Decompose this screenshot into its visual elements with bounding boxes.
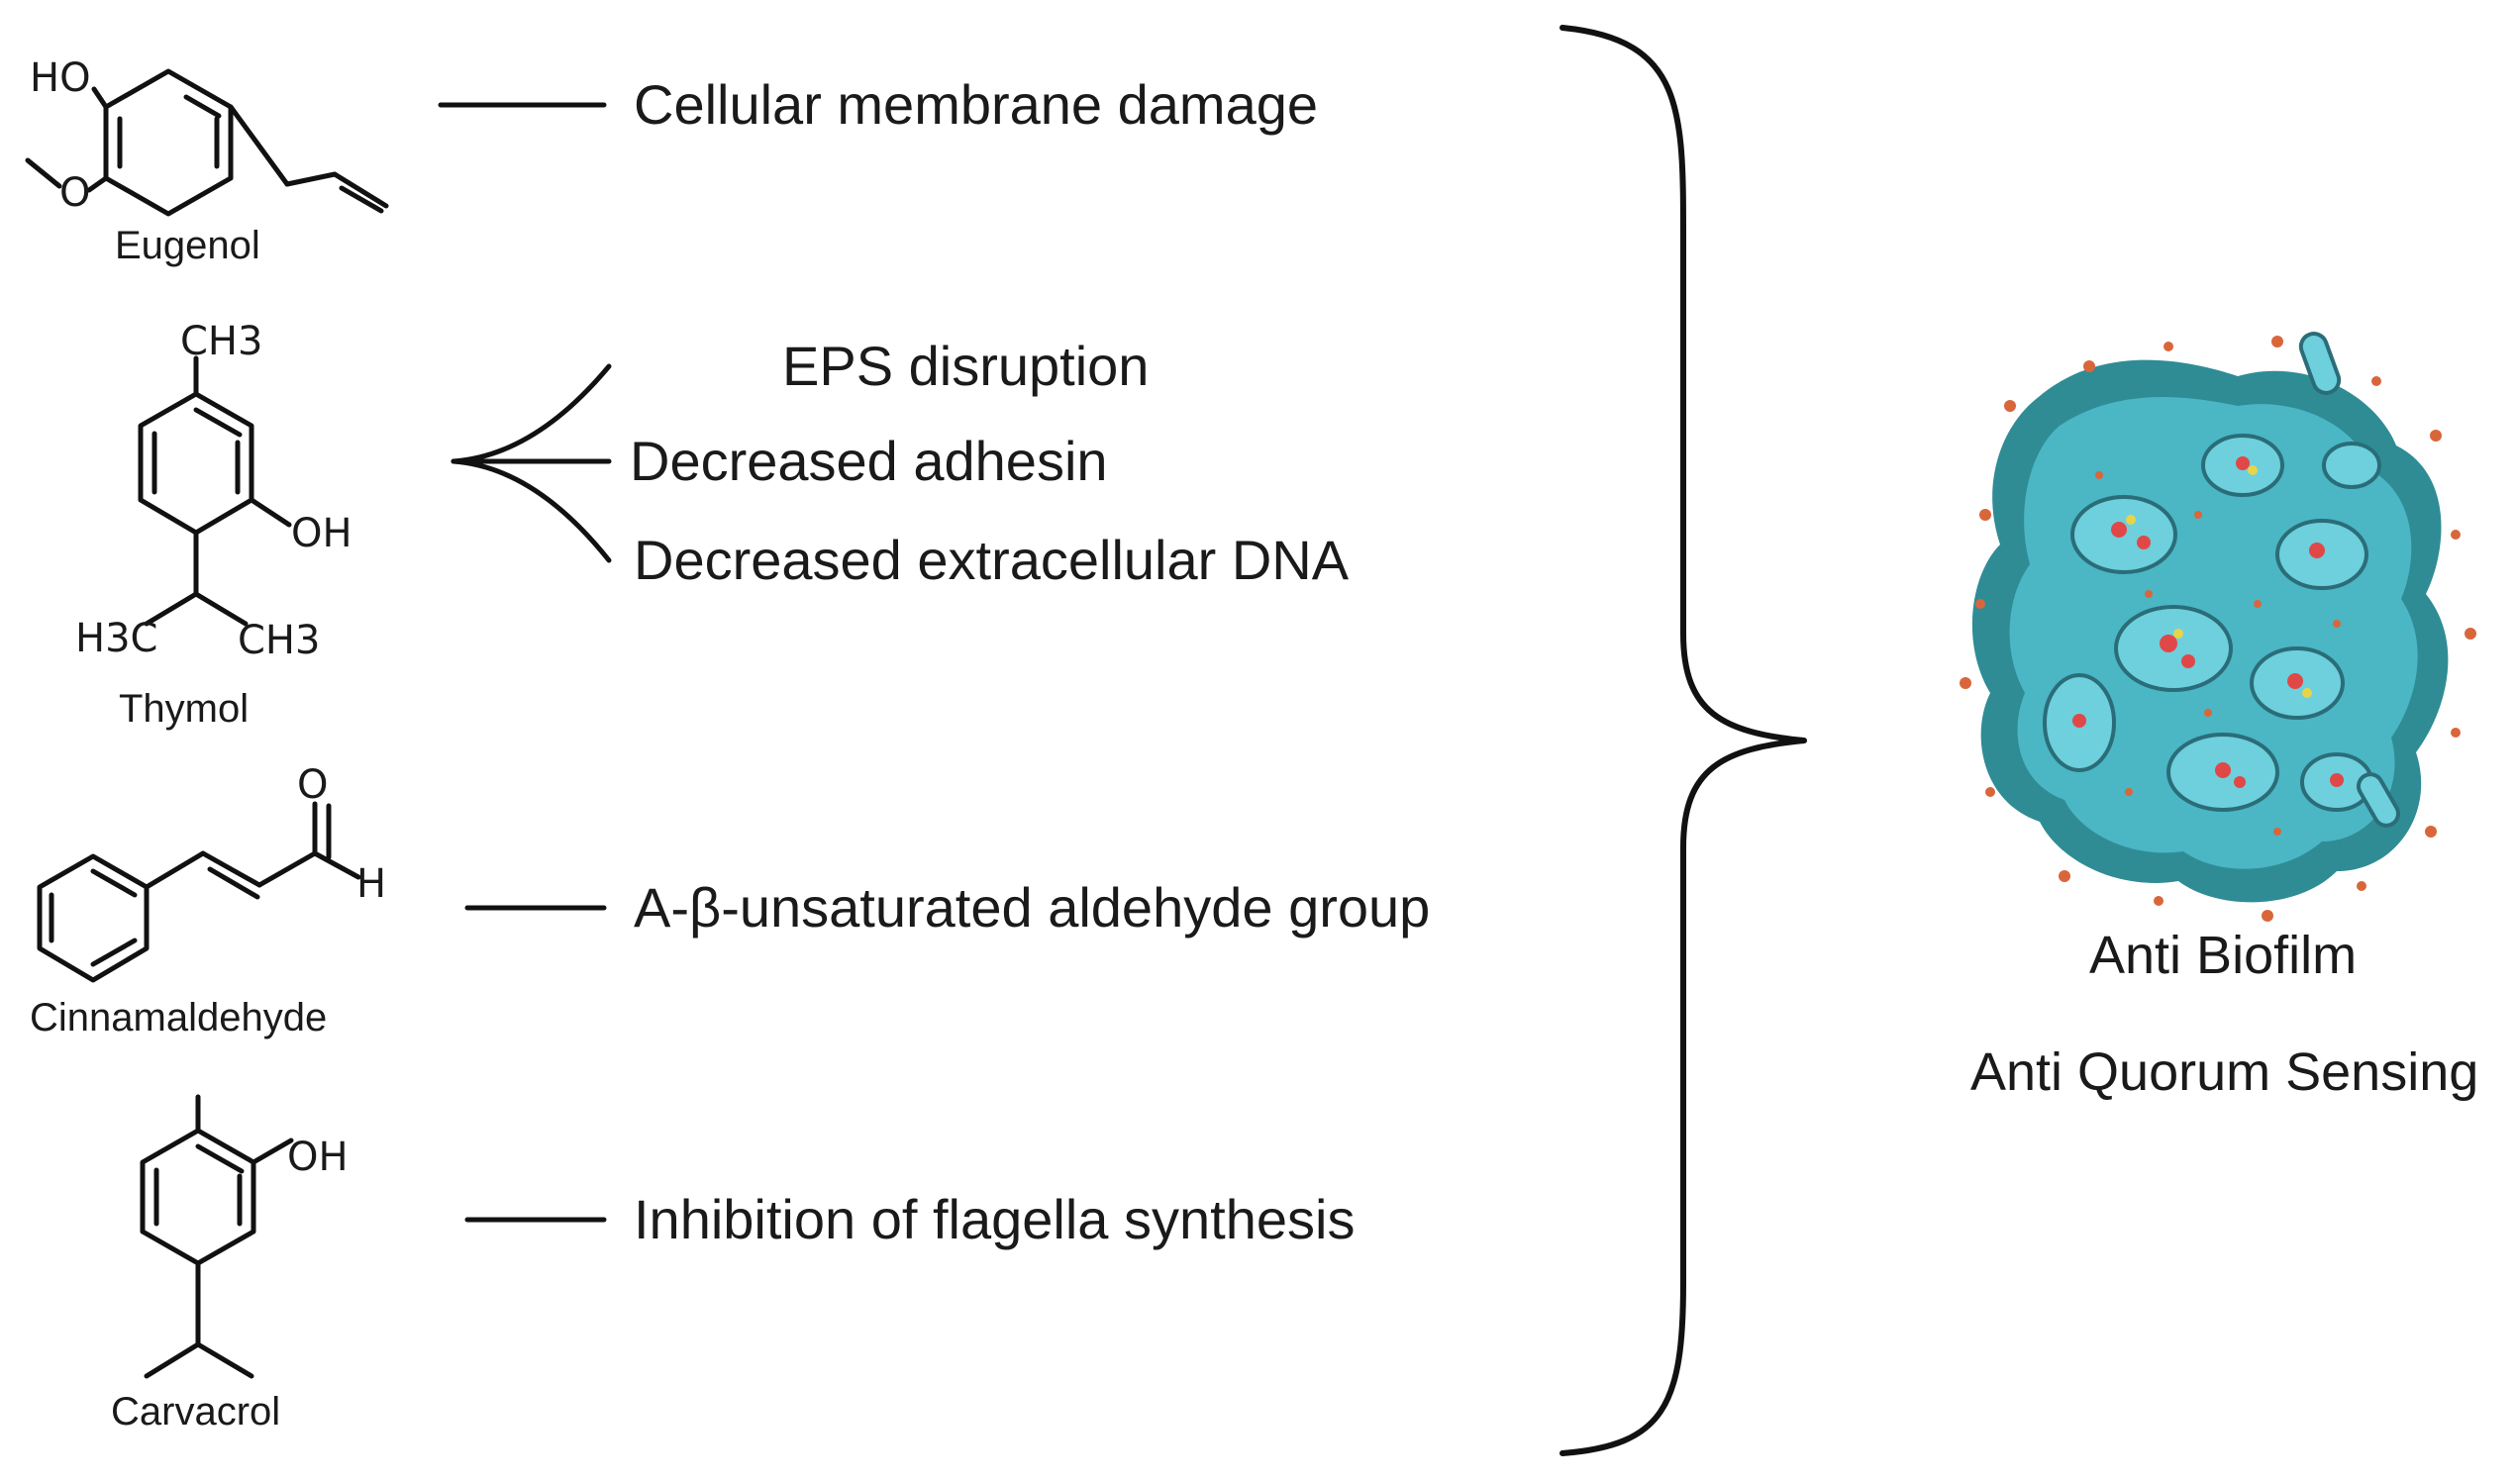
compound-name-eugenol: Eugenol [115,224,260,267]
thymol-hydroxyl-label: OH [291,511,352,556]
compound-name-thymol: Thymol [119,687,250,731]
eugenol-hydroxyl-label: HO [30,55,91,101]
cinnamaldehyde-structure [37,801,361,983]
mechanism-decreased-adhesin: Decreased adhesin [630,430,1108,492]
compound-name-cinnamaldehyde: Cinnamaldehyde [30,996,328,1039]
thymol-connector [451,363,612,563]
cinnamaldehyde-oxygen-label: O [297,762,328,808]
thymol-left-methyl-label: H3C [75,616,157,661]
thymol-structure [138,355,292,627]
carvacrol-structure [140,1094,294,1379]
mechanism-inhibition-flagella: Inhibition of flagella synthesis [634,1188,1356,1250]
mechanism-decreased-extracellular-dna: Decreased extracellular DNA [634,529,1350,591]
carvacrol-hydroxyl-label: OH [287,1135,349,1180]
eugenol-structure [25,68,389,217]
mechanism-cellular-membrane-damage: Cellular membrane damage [634,73,1319,136]
mechanism-unsaturated-aldehyde: A-β-unsaturated aldehyde group [634,876,1431,939]
result-anti-biofilm: Anti Biofilm [2089,926,2358,985]
biofilm-illustration [1960,332,2476,922]
curly-brace [1560,25,1807,1456]
compound-name-carvacrol: Carvacrol [111,1390,281,1434]
eugenol-methoxy-label: O [59,170,90,216]
thymol-right-methyl-label: CH3 [238,618,320,663]
thymol-methyl-label: CH3 [180,319,262,364]
mechanism-eps-disruption: EPS disruption [782,335,1150,397]
cinnamaldehyde-hydrogen-label: H [356,861,386,907]
result-anti-quorum-sensing: Anti Quorum Sensing [1970,1042,2479,1102]
